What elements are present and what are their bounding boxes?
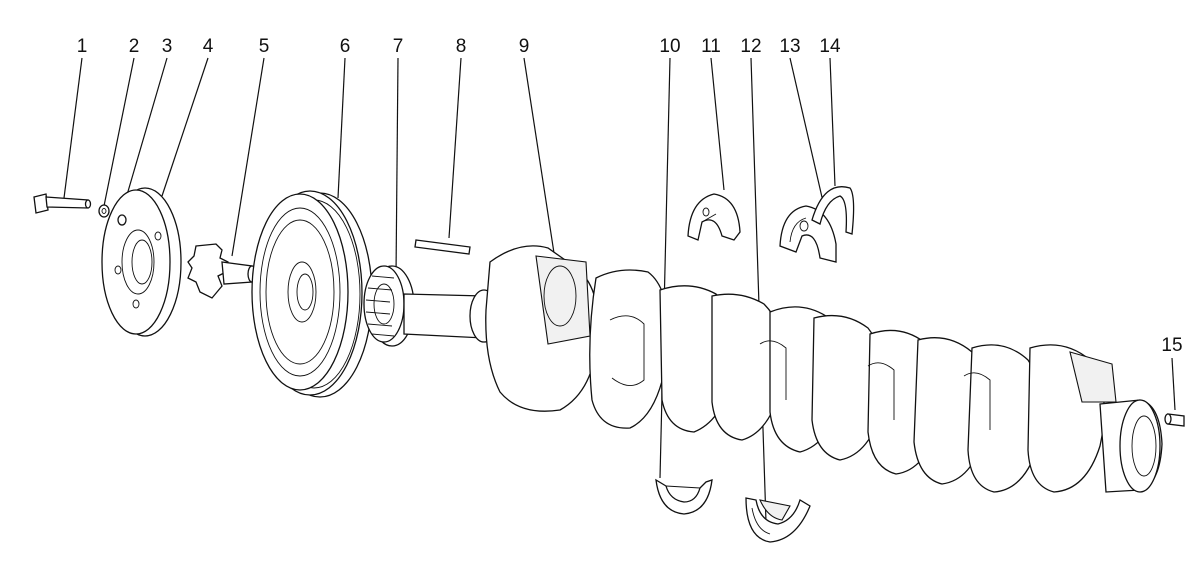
callout-label-3: 3 (162, 36, 173, 57)
leader-line-13 (789, 57, 825, 207)
callout-label-14: 14 (819, 36, 841, 57)
leader-line-3 (121, 57, 168, 213)
bolt-part-1 (33, 193, 92, 214)
callout-label-8: 8 (456, 36, 467, 57)
callout-label-1: 1 (77, 36, 88, 57)
callout-label-10: 10 (659, 36, 680, 57)
leader-line-14 (829, 57, 836, 187)
callout-labels: 1 2 3 4 5 6 7 8 9 10 11 12 13 14 15 (77, 36, 1183, 356)
callout-label-7: 7 (393, 36, 404, 57)
thrust-washer-part-14 (811, 186, 855, 235)
leader-line-6 (337, 57, 346, 199)
callout-label-4: 4 (203, 36, 214, 57)
leader-line-10 (659, 57, 671, 479)
bearing-shell-part-11 (687, 193, 741, 241)
callout-label-5: 5 (259, 36, 270, 57)
callout-label-2: 2 (129, 36, 140, 57)
leader-line-12 (750, 57, 767, 523)
callout-label-12: 12 (740, 36, 761, 57)
leader-line-4 (161, 57, 209, 197)
leader-line-7 (395, 57, 399, 277)
callout-label-6: 6 (340, 36, 351, 57)
damper-plate-part-4 (101, 187, 182, 337)
leader-line-15 (1171, 357, 1176, 411)
drive-coupling-part-5 (187, 243, 257, 299)
leader-line-2 (103, 57, 135, 207)
gear-part-7 (363, 265, 415, 347)
bearing-shell-part-10 (655, 478, 713, 515)
leader-line-5 (231, 57, 265, 257)
dowel-pin-part-15 (1164, 413, 1185, 427)
leader-lines (63, 57, 1176, 523)
callout-label-11: 11 (701, 36, 721, 57)
thrust-bearing-part-13 (779, 205, 837, 263)
callout-label-15: 15 (1161, 335, 1182, 356)
pulley-part-6 (251, 190, 373, 398)
crankshaft (403, 245, 1163, 493)
leader-line-8 (448, 57, 462, 239)
callout-label-13: 13 (779, 36, 800, 57)
leader-line-11 (710, 57, 725, 191)
shaft-key-part-8 (414, 239, 471, 255)
bolt-hole-part-3 (117, 214, 127, 226)
callout-label-9: 9 (519, 36, 530, 57)
washer-part-2 (98, 204, 110, 218)
leader-line-9 (523, 57, 557, 267)
bearing-shell-part-12 (745, 497, 811, 543)
leader-line-1 (63, 57, 83, 199)
